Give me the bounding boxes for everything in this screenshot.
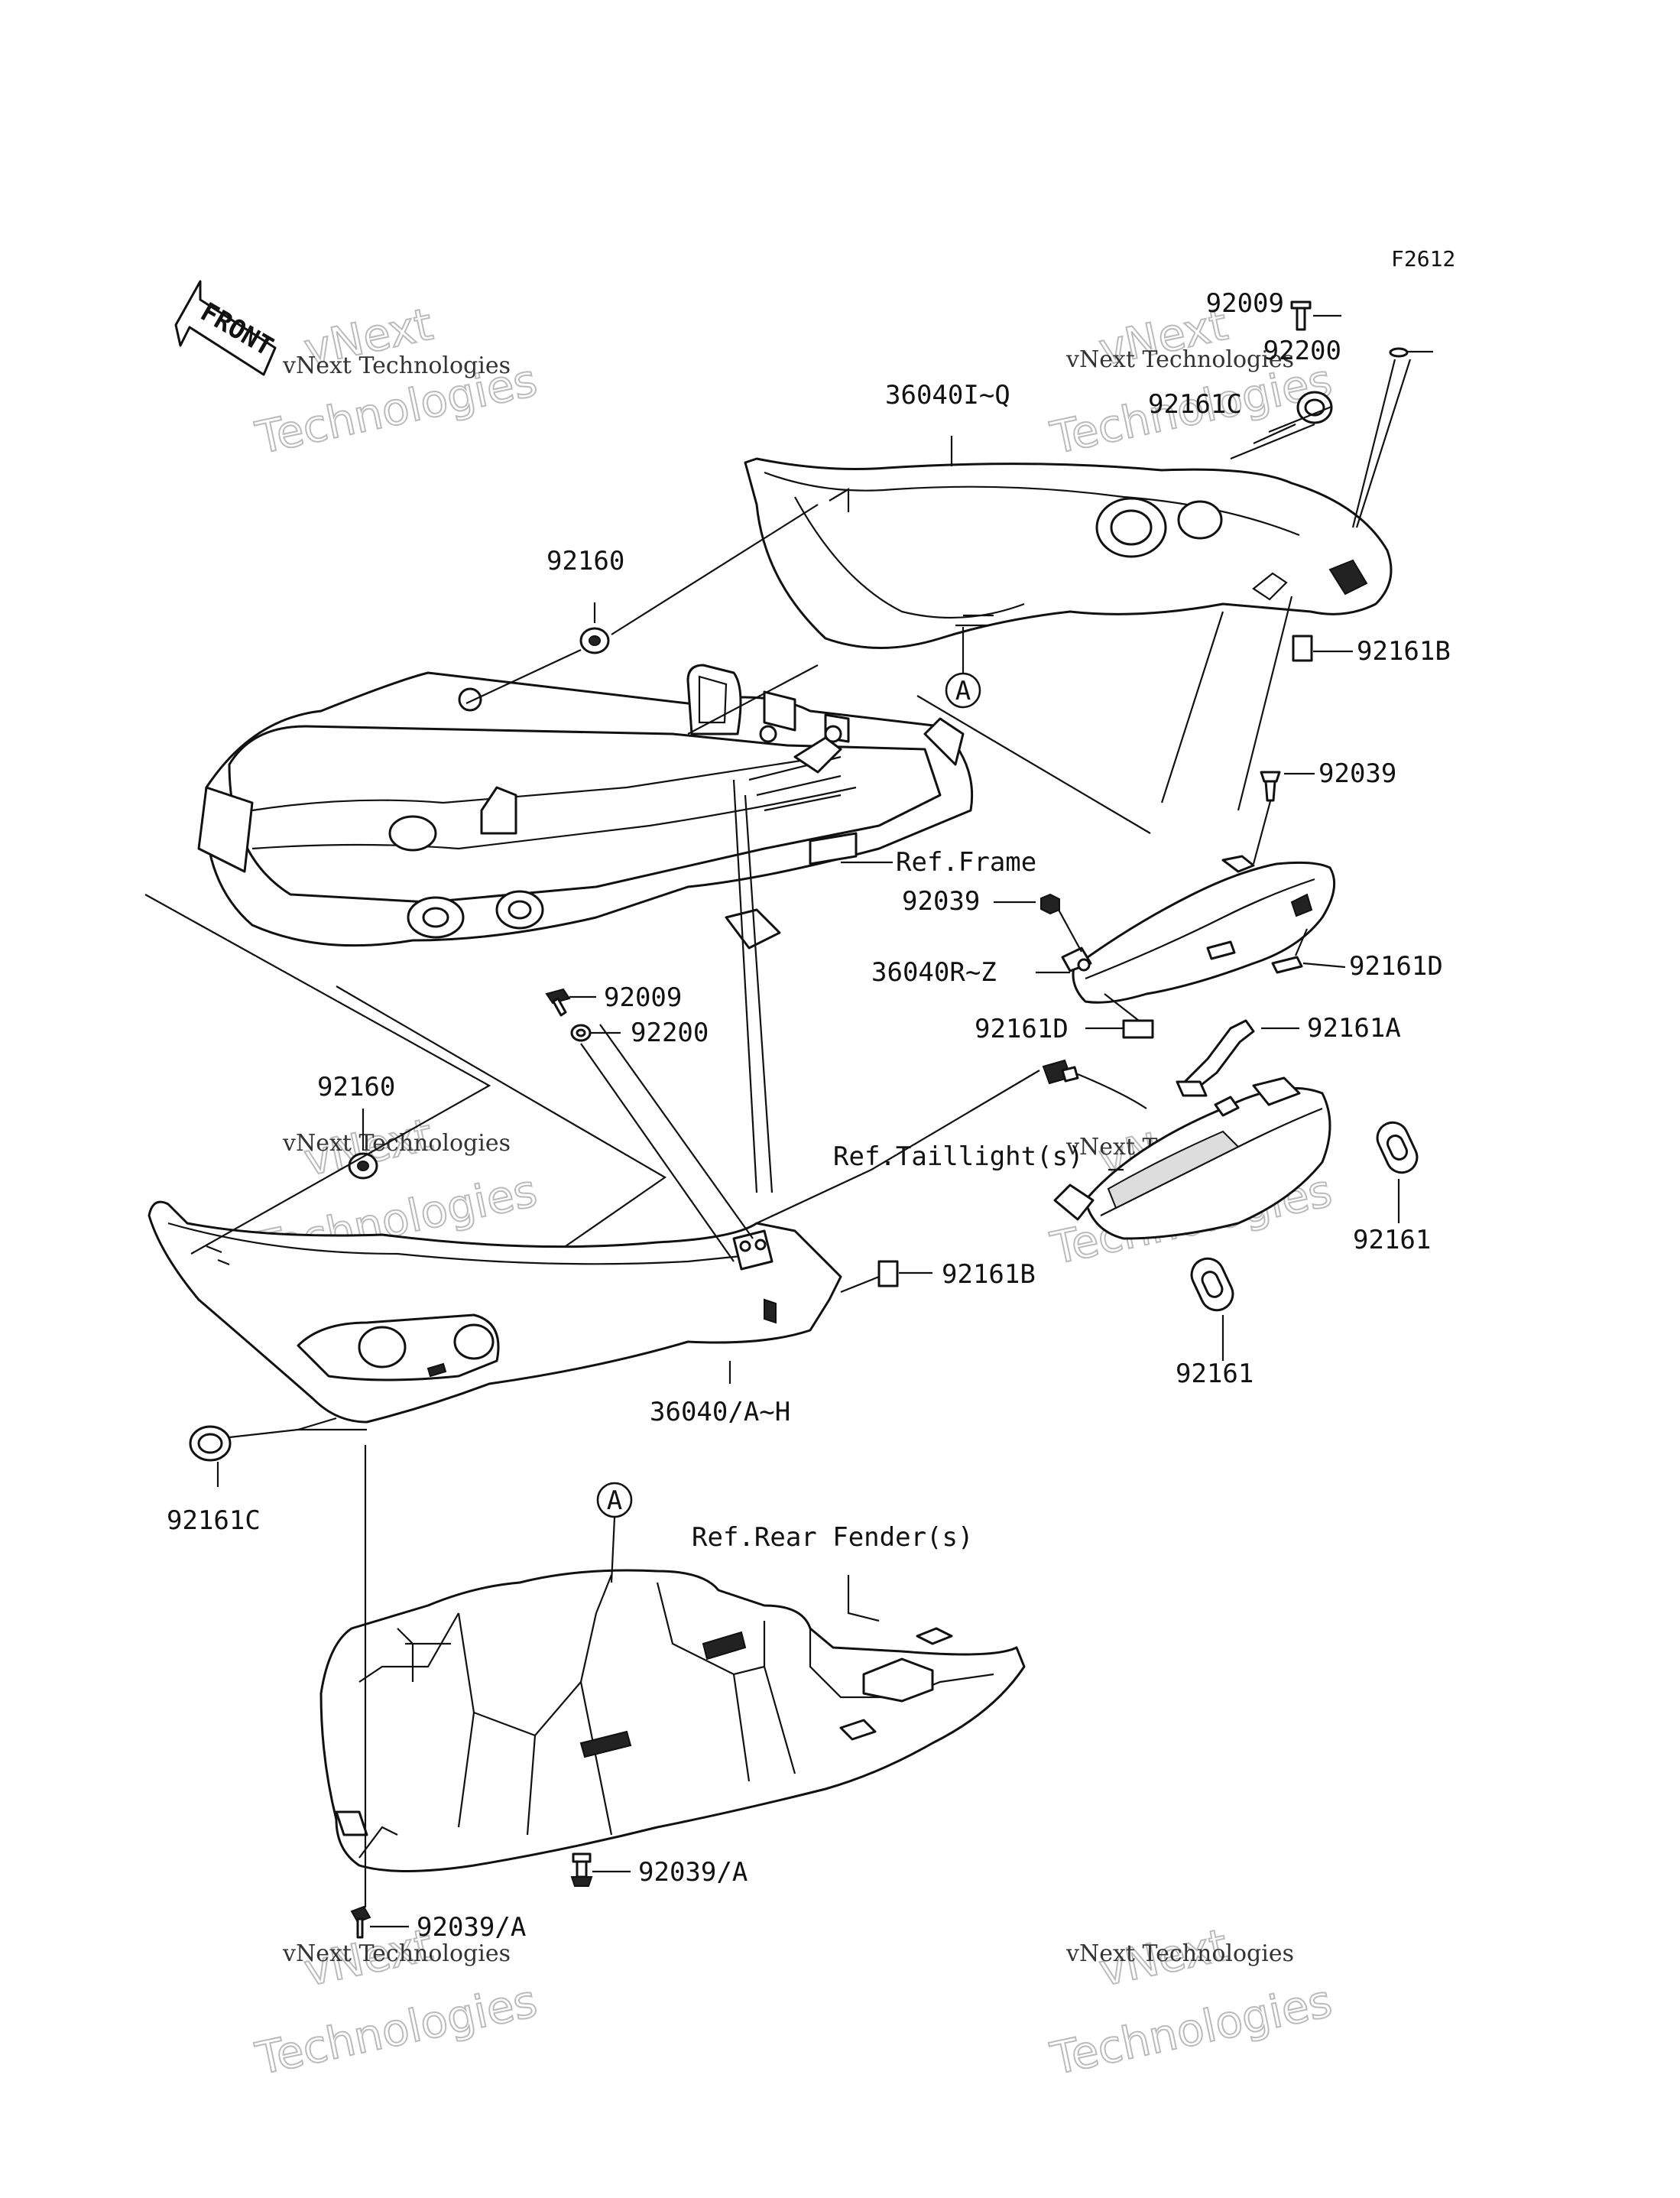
pad-92161b-mid-icon [877, 1260, 899, 1287]
label-36040rz: 36040R~Z [871, 957, 997, 988]
label-92161c-left: 92161C [167, 1505, 261, 1536]
rear-fender-reference [319, 1569, 1026, 1872]
label-92039-right: 92039 [1318, 758, 1396, 789]
pad-92161-bottom-icon [1190, 1257, 1234, 1312]
label-92161a: 92161A [1307, 1013, 1401, 1044]
clip-92039a-mid-icon [570, 1852, 593, 1887]
label-92009-top: 92009 [1206, 288, 1284, 319]
pad-92161b-right-icon [1292, 635, 1313, 662]
label-36040iq: 36040I~Q [885, 380, 1010, 411]
watermark-bottom-right: vNext Technologies vNext Technologies [1046, 1918, 1338, 2086]
label-92161-bottom: 92161 [1176, 1359, 1254, 1389]
pad-92161-right-icon [1376, 1121, 1419, 1174]
label-92161b-right: 92161B [1357, 636, 1451, 667]
label-92161-right: 92161 [1353, 1225, 1431, 1255]
lower-cover-right-36040rz [1061, 855, 1336, 1004]
label-36040ah: 36040/A~H [650, 1397, 790, 1427]
label-92200-top: 92200 [1263, 336, 1341, 366]
svg-text:A: A [955, 676, 971, 706]
bolt-92009-top-icon [1290, 300, 1312, 331]
svg-text:Technologies: Technologies [1046, 1975, 1337, 2085]
watermark-top-left: vNext Technologies vNext Technologies [251, 297, 543, 465]
side-cover-right-36040iq [744, 457, 1393, 649]
front-direction-arrow-icon: FRONT [174, 280, 278, 376]
label-92161b-mid: 92161B [942, 1259, 1036, 1290]
frame-reference [197, 664, 974, 950]
nut-92039-mid-icon [1040, 893, 1060, 915]
label-92009-mid: 92009 [604, 982, 682, 1013]
washer-92200-top-icon [1389, 347, 1409, 358]
bolt-92009-mid-icon [545, 988, 571, 1017]
label-92160-left: 92160 [317, 1072, 395, 1102]
label-92161d-right: 92161D [1349, 951, 1443, 982]
watermark-bottom-left: vNext Technologies vNext Technologies [251, 1918, 543, 2086]
label-92200-mid: 92200 [631, 1018, 709, 1048]
watermark-text: vNext Technologies [282, 1130, 511, 1157]
label-92161c-top: 92161C [1148, 389, 1242, 420]
label-92039a-mid: 92039/A [638, 1857, 748, 1888]
washer-92200-mid-icon [570, 1024, 592, 1042]
watermark-top-right: vNext Technologies vNext Technologies [1046, 297, 1338, 465]
label-92039a-bottom: 92039/A [417, 1912, 526, 1943]
figure-code: F2612 [1391, 246, 1455, 271]
label-92160-top: 92160 [546, 546, 624, 576]
label-92161d-mid: 92161D [975, 1014, 1069, 1044]
callout-a-upper: A [945, 672, 981, 709]
watermark-text: vNext Technologies [282, 352, 511, 379]
label-ref-frame: Ref.Frame [896, 847, 1036, 878]
callout-a-lower: A [596, 1482, 633, 1518]
damper-92160-top-icon [579, 627, 610, 654]
label-ref-taillight: Ref.Taillight(s) [833, 1141, 1084, 1172]
pad-92161d-mid-icon [1122, 1019, 1154, 1039]
watermark-text: vNext Technologies [282, 1940, 511, 1967]
svg-text:Technologies: Technologies [251, 1975, 542, 2085]
label-92039-mid: 92039 [902, 886, 980, 917]
svg-text:A: A [607, 1485, 622, 1516]
part-labels: 92009 92200 36040I~Q 92161C 92160 92161B… [167, 288, 1451, 1943]
grommet-92161c-left-icon [189, 1425, 232, 1462]
clip-92039-right-icon [1260, 771, 1281, 802]
label-ref-rear-fender: Ref.Rear Fender(s) [692, 1522, 973, 1553]
watermark-text: vNext Technologies [1065, 1940, 1294, 1967]
side-cover-left-36040ah [148, 1200, 842, 1424]
taillight-reference [1042, 1019, 1331, 1240]
leader-lines [144, 314, 1433, 1928]
pad-92161d-right-icon [1271, 956, 1303, 974]
clip-92039a-bottom-icon [350, 1905, 371, 1939]
watermark-text: vNext Technologies [1065, 346, 1294, 373]
